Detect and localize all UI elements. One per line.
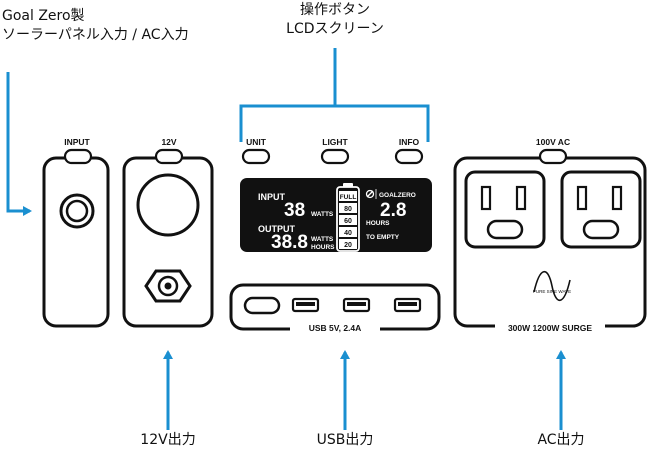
lcd-time-unit: HOURS	[366, 220, 390, 227]
dc12v-car-port[interactable]	[136, 173, 200, 237]
usb-port-3[interactable]	[393, 297, 422, 313]
input-callout-subtitle: ソーラーパネル入力 / AC入力	[2, 27, 189, 43]
lcd-screen: INPUT 38 WATTS OUTPUT 38.8 WATTS HOURS F…	[240, 178, 432, 253]
goalzero-logo-icon	[365, 189, 377, 199]
input-port-label: INPUT	[64, 137, 90, 147]
light-button-label: LIGHT	[322, 137, 348, 147]
battery-level-60	[339, 215, 357, 225]
input-callout-arrow	[6, 72, 32, 216]
ac100-label: 100V AC	[535, 137, 571, 147]
battery-label-60: 60	[344, 218, 352, 225]
battery-label-40: 40	[344, 230, 352, 237]
lcd-brand: GOALZERO	[379, 192, 416, 199]
battery-level-40	[339, 227, 357, 237]
lcd-input-label: INPUT	[258, 192, 286, 202]
usb-port-1[interactable]	[291, 297, 320, 313]
dc12v-label: 12V	[161, 137, 177, 147]
unit-button[interactable]	[241, 148, 271, 165]
input-indicator-led	[63, 148, 93, 165]
usb-indicator-led	[243, 296, 281, 315]
usb-port-2[interactable]	[342, 297, 371, 313]
lcd-output-unit-hours: HOURS	[311, 244, 335, 251]
out-usb-label: USB出力	[316, 432, 374, 448]
callout-lines	[6, 48, 566, 430]
dc12v-panel	[122, 148, 214, 328]
battery-level-80	[339, 203, 357, 213]
battery-level-full	[339, 191, 357, 201]
battery-label-20: 20	[344, 242, 352, 249]
lcd-output-unit-watts: WATTS	[311, 236, 334, 243]
buttons-callout-title: 操作ボタン	[300, 2, 370, 18]
out-ac-label: AC出力	[537, 432, 585, 448]
input-panel	[42, 148, 110, 328]
lcd-battery-gauge: FULL 80 60 40 20	[336, 183, 360, 252]
input-callout-title: Goal Zero製	[2, 8, 85, 24]
sine-wave-icon	[533, 270, 571, 302]
usb-spec-label: USB 5V, 2.4A	[290, 323, 380, 333]
lcd-output-label: OUTPUT	[258, 224, 296, 234]
lcd-input-value: 38	[284, 200, 305, 221]
ac-indicator-led	[538, 148, 568, 165]
lcd-output-value: 38.8	[271, 232, 308, 253]
light-button[interactable]	[320, 148, 350, 165]
buttons-bracket	[239, 48, 430, 142]
battery-level-20	[339, 239, 357, 249]
info-button[interactable]	[394, 148, 424, 165]
dc12v-indicator-led	[154, 148, 184, 165]
battery-label-full: FULL	[340, 194, 357, 201]
ac-rating-label: 300W 1200W SURGE	[495, 323, 605, 333]
out-12v-label: 12V出力	[140, 432, 196, 448]
info-button-label: INFO	[398, 137, 420, 147]
ac-outlet-1[interactable]	[464, 170, 546, 249]
buttons-callout-subtitle: LCDスクリーン	[286, 21, 384, 37]
lcd-input-unit: WATTS	[311, 211, 334, 218]
lcd-time-label: TO EMPTY	[366, 234, 400, 241]
usb-panel	[229, 283, 441, 331]
ac-outlet-2[interactable]	[560, 170, 642, 249]
lcd-time-value: 2.8	[380, 200, 406, 221]
pure-sine-label: PURE SINE WAVE	[533, 289, 571, 294]
ac-panel: PURE SINE WAVE	[453, 148, 647, 328]
unit-button-label: UNIT	[246, 137, 266, 147]
battery-label-80: 80	[344, 206, 352, 213]
